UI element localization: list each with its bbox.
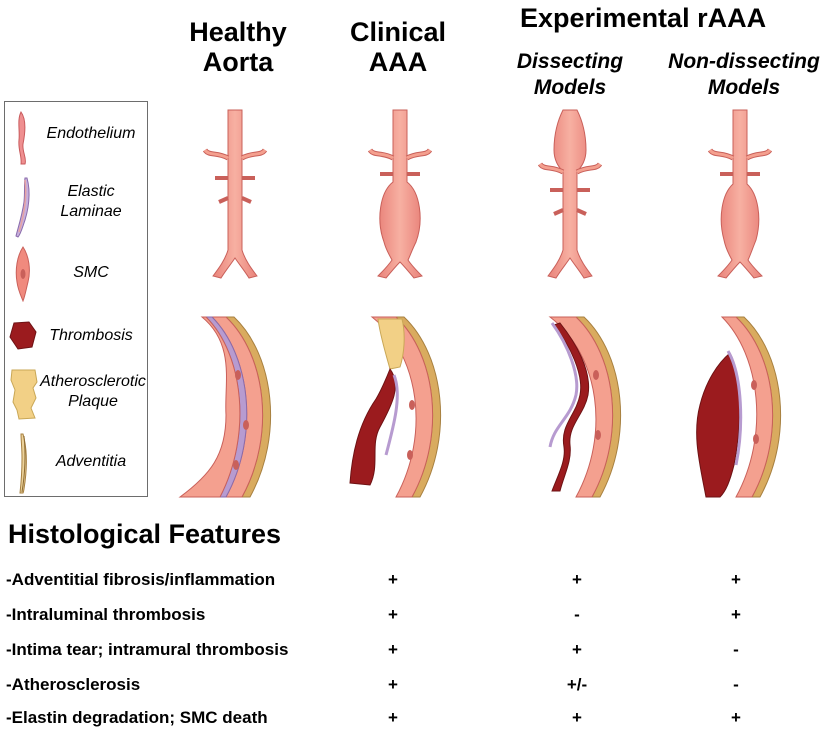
legend-item-thrombosis: Thrombosis [35, 326, 147, 346]
healthy-aorta-illustration [202, 109, 268, 279]
clinical-aaa-header-line2: AAA [368, 47, 428, 77]
experimental-raaa-label: Experimental rAAA [520, 3, 767, 33]
feature-label: -Intima tear; intramural thrombosis [6, 640, 289, 659]
plaque-icon [10, 369, 38, 420]
feature-value-dissecting: +/- [566, 675, 588, 694]
feature-value-dissecting: + [572, 708, 582, 727]
feature-label: -Atherosclerosis [6, 675, 141, 694]
feature-value-dissecting: + [572, 640, 582, 659]
legend-item-adventitia: Adventitia [35, 452, 147, 472]
feature-value-clinical: + [388, 675, 398, 694]
feature-label: -Adventitial fibrosis/inflammation [6, 570, 276, 589]
feature-value-clinical: + [388, 570, 398, 589]
feature-row-elastin-degradation: -Elastin degradation; SMC death + + + [0, 704, 827, 732]
experimental-raaa-header: Experimental rAAA [520, 3, 767, 33]
clinical-aaa-header-line1: Clinical [349, 17, 447, 47]
legend-label-endothelium: Endothelium [46, 125, 136, 142]
feature-value-clinical: + [388, 640, 398, 659]
legend-item-plaque: Atherosclerotic Plaque [37, 372, 149, 412]
elastic-laminae-icon [15, 177, 30, 238]
feature-value-non-dissecting: - [733, 640, 739, 659]
feature-label: -Elastin degradation; SMC death [6, 708, 268, 727]
feature-value-clinical: + [388, 708, 398, 727]
dissecting-cross-section [548, 316, 622, 498]
feature-label: -Intraluminal thrombosis [6, 605, 206, 624]
endothelium-icon [18, 111, 26, 165]
legend-box: Endothelium Elastic Laminae SMC Thrombos… [4, 101, 148, 497]
feature-value-non-dissecting: + [731, 605, 741, 624]
legend-item-smc: SMC [35, 263, 147, 283]
healthy-cross-section [178, 316, 272, 498]
non-dissecting-models-line2: Models [707, 76, 781, 99]
legend-item-elastic-laminae: Elastic Laminae [35, 182, 147, 222]
healthy-aorta-header-line2: Aorta [202, 47, 274, 77]
legend-label-adventitia: Adventitia [55, 453, 127, 470]
non-dissecting-models-line1: Non-dissecting [668, 50, 820, 73]
thrombosis-icon [9, 321, 37, 350]
legend-label-smc: SMC [73, 264, 109, 281]
dissecting-models-header: Dissecting Models [510, 49, 630, 101]
feature-value-clinical: + [388, 605, 398, 624]
non-dissecting-models-header: Non-dissecting Models [664, 49, 824, 101]
smc-icon [15, 246, 30, 302]
cross-section-illustrations [178, 316, 782, 498]
feature-row-intima-tear: -Intima tear; intramural thrombosis + + … [0, 636, 827, 664]
feature-value-non-dissecting: - [733, 675, 739, 694]
legend-label-thrombosis: Thrombosis [49, 327, 133, 344]
adventitia-icon [19, 433, 27, 494]
legend-label-plaque: Plaque [68, 393, 118, 410]
feature-row-atherosclerosis: -Atherosclerosis + +/- - [0, 671, 827, 699]
histological-features-title: Histological Features [8, 519, 282, 549]
dissecting-models-line1: Dissecting [516, 50, 624, 73]
feature-value-dissecting: + [572, 570, 582, 589]
dissecting-models-line2: Models [533, 76, 607, 99]
aorta-illustrations [202, 109, 773, 279]
feature-value-non-dissecting: + [731, 708, 741, 727]
feature-row-adventitial-fibrosis: -Adventitial fibrosis/inflammation + + + [0, 566, 827, 594]
feature-value-dissecting: - [574, 605, 580, 624]
legend-label-elastic: Elastic [67, 183, 115, 200]
legend-label-laminae: Laminae [60, 203, 122, 220]
clinical-aaa-header: Clinical AAA [338, 17, 458, 77]
feature-row-intraluminal-thrombosis: -Intraluminal thrombosis + - + [0, 601, 827, 629]
healthy-aorta-header: Healthy Aorta [178, 17, 298, 77]
non-dissecting-cross-section [696, 316, 782, 498]
healthy-aorta-header-line1: Healthy [189, 17, 287, 47]
clinical-cross-section [349, 316, 442, 498]
legend-label-atherosclerotic: Atherosclerotic [40, 373, 146, 390]
non-dissecting-illustration [707, 109, 773, 279]
feature-value-non-dissecting: + [731, 570, 741, 589]
clinical-aaa-illustration [367, 109, 433, 279]
dissecting-illustration [537, 109, 603, 279]
legend-item-endothelium: Endothelium [35, 124, 147, 144]
